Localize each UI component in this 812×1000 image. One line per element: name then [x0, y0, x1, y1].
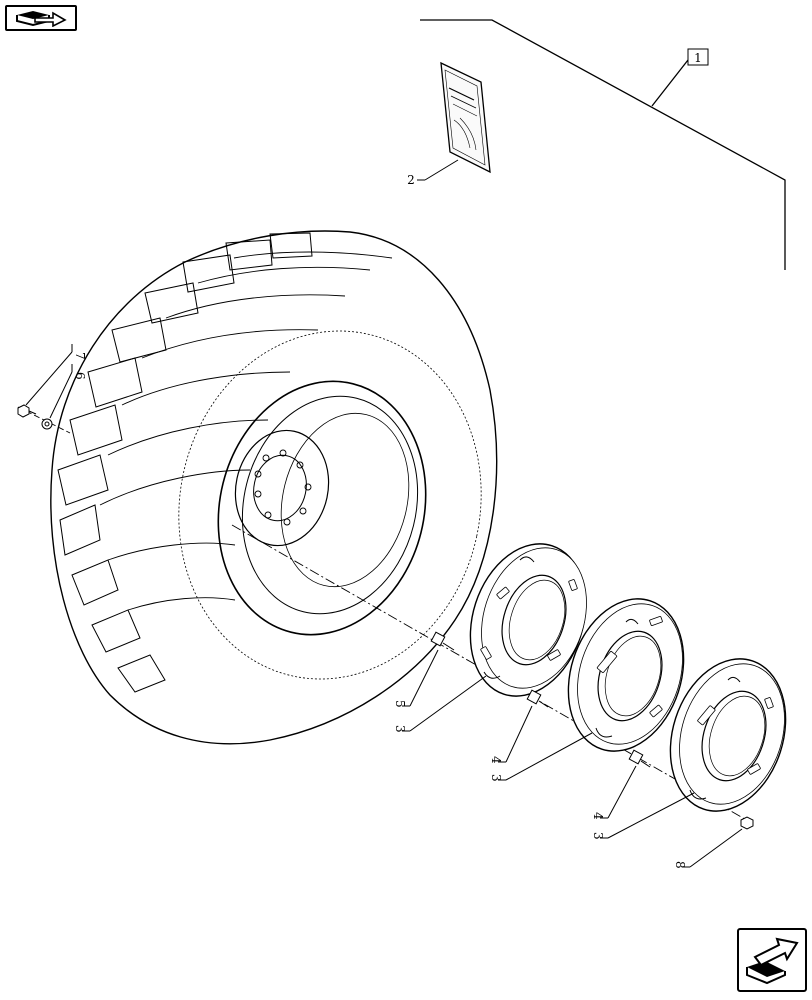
assembly-centerline	[231, 524, 751, 823]
svg-text:1: 1	[694, 51, 702, 65]
group-bracket-line	[420, 19, 786, 270]
wheel-weight-2	[567, 598, 685, 752]
book-arrow-icon	[16, 11, 67, 27]
stud-part-4b	[628, 749, 651, 768]
instruction-sheet	[440, 61, 491, 174]
callout-4a[interactable]: 4	[489, 756, 503, 764]
callout-3b[interactable]: 3	[489, 774, 503, 782]
stud-part-5	[430, 631, 455, 651]
callout-6[interactable]: 6	[73, 372, 87, 380]
callout-2[interactable]: 2	[407, 173, 415, 187]
leader-2	[424, 159, 459, 181]
leaders-6-7	[25, 344, 73, 419]
wheel-weight-1	[469, 543, 587, 697]
next-page-arrow-icon	[746, 937, 799, 985]
previous-page-button[interactable]	[5, 5, 77, 31]
nut-part	[740, 816, 754, 830]
callout-7[interactable]: 7	[73, 352, 87, 360]
callout-3a[interactable]: 3	[393, 725, 407, 733]
next-page-button[interactable]	[737, 928, 807, 992]
washer-part	[41, 418, 53, 430]
callout-3c[interactable]: 3	[591, 832, 605, 840]
callout-1[interactable]: 1	[687, 48, 709, 66]
stud-part-4a	[526, 689, 549, 708]
callout-8[interactable]: 8	[673, 861, 687, 869]
tractor-wheel	[50, 230, 498, 745]
wheel-weight-3	[669, 658, 787, 812]
callout-5[interactable]: 5	[393, 700, 407, 708]
bolt-part	[17, 404, 37, 418]
leaders-3-4-8	[402, 675, 743, 868]
callout-4b[interactable]: 4	[591, 812, 605, 820]
